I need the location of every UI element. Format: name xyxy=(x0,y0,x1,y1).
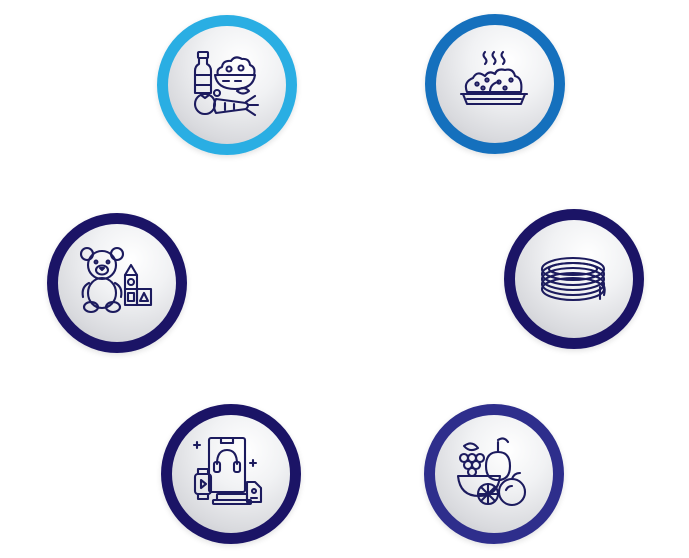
category-toys[interactable] xyxy=(47,213,187,353)
electronics-icon xyxy=(192,436,263,506)
wire-coil-icon xyxy=(540,256,606,302)
category-groceries[interactable] xyxy=(157,15,297,155)
teddy-bear-blocks-icon xyxy=(79,246,153,314)
fruit-bowl-icon xyxy=(456,437,527,507)
category-wire[interactable] xyxy=(504,209,644,349)
category-electronics[interactable] xyxy=(161,404,301,544)
hot-food-tray-icon xyxy=(459,50,529,106)
groceries-icon xyxy=(193,50,260,117)
category-prepared-food[interactable] xyxy=(425,14,565,154)
category-fruit[interactable] xyxy=(424,404,564,544)
